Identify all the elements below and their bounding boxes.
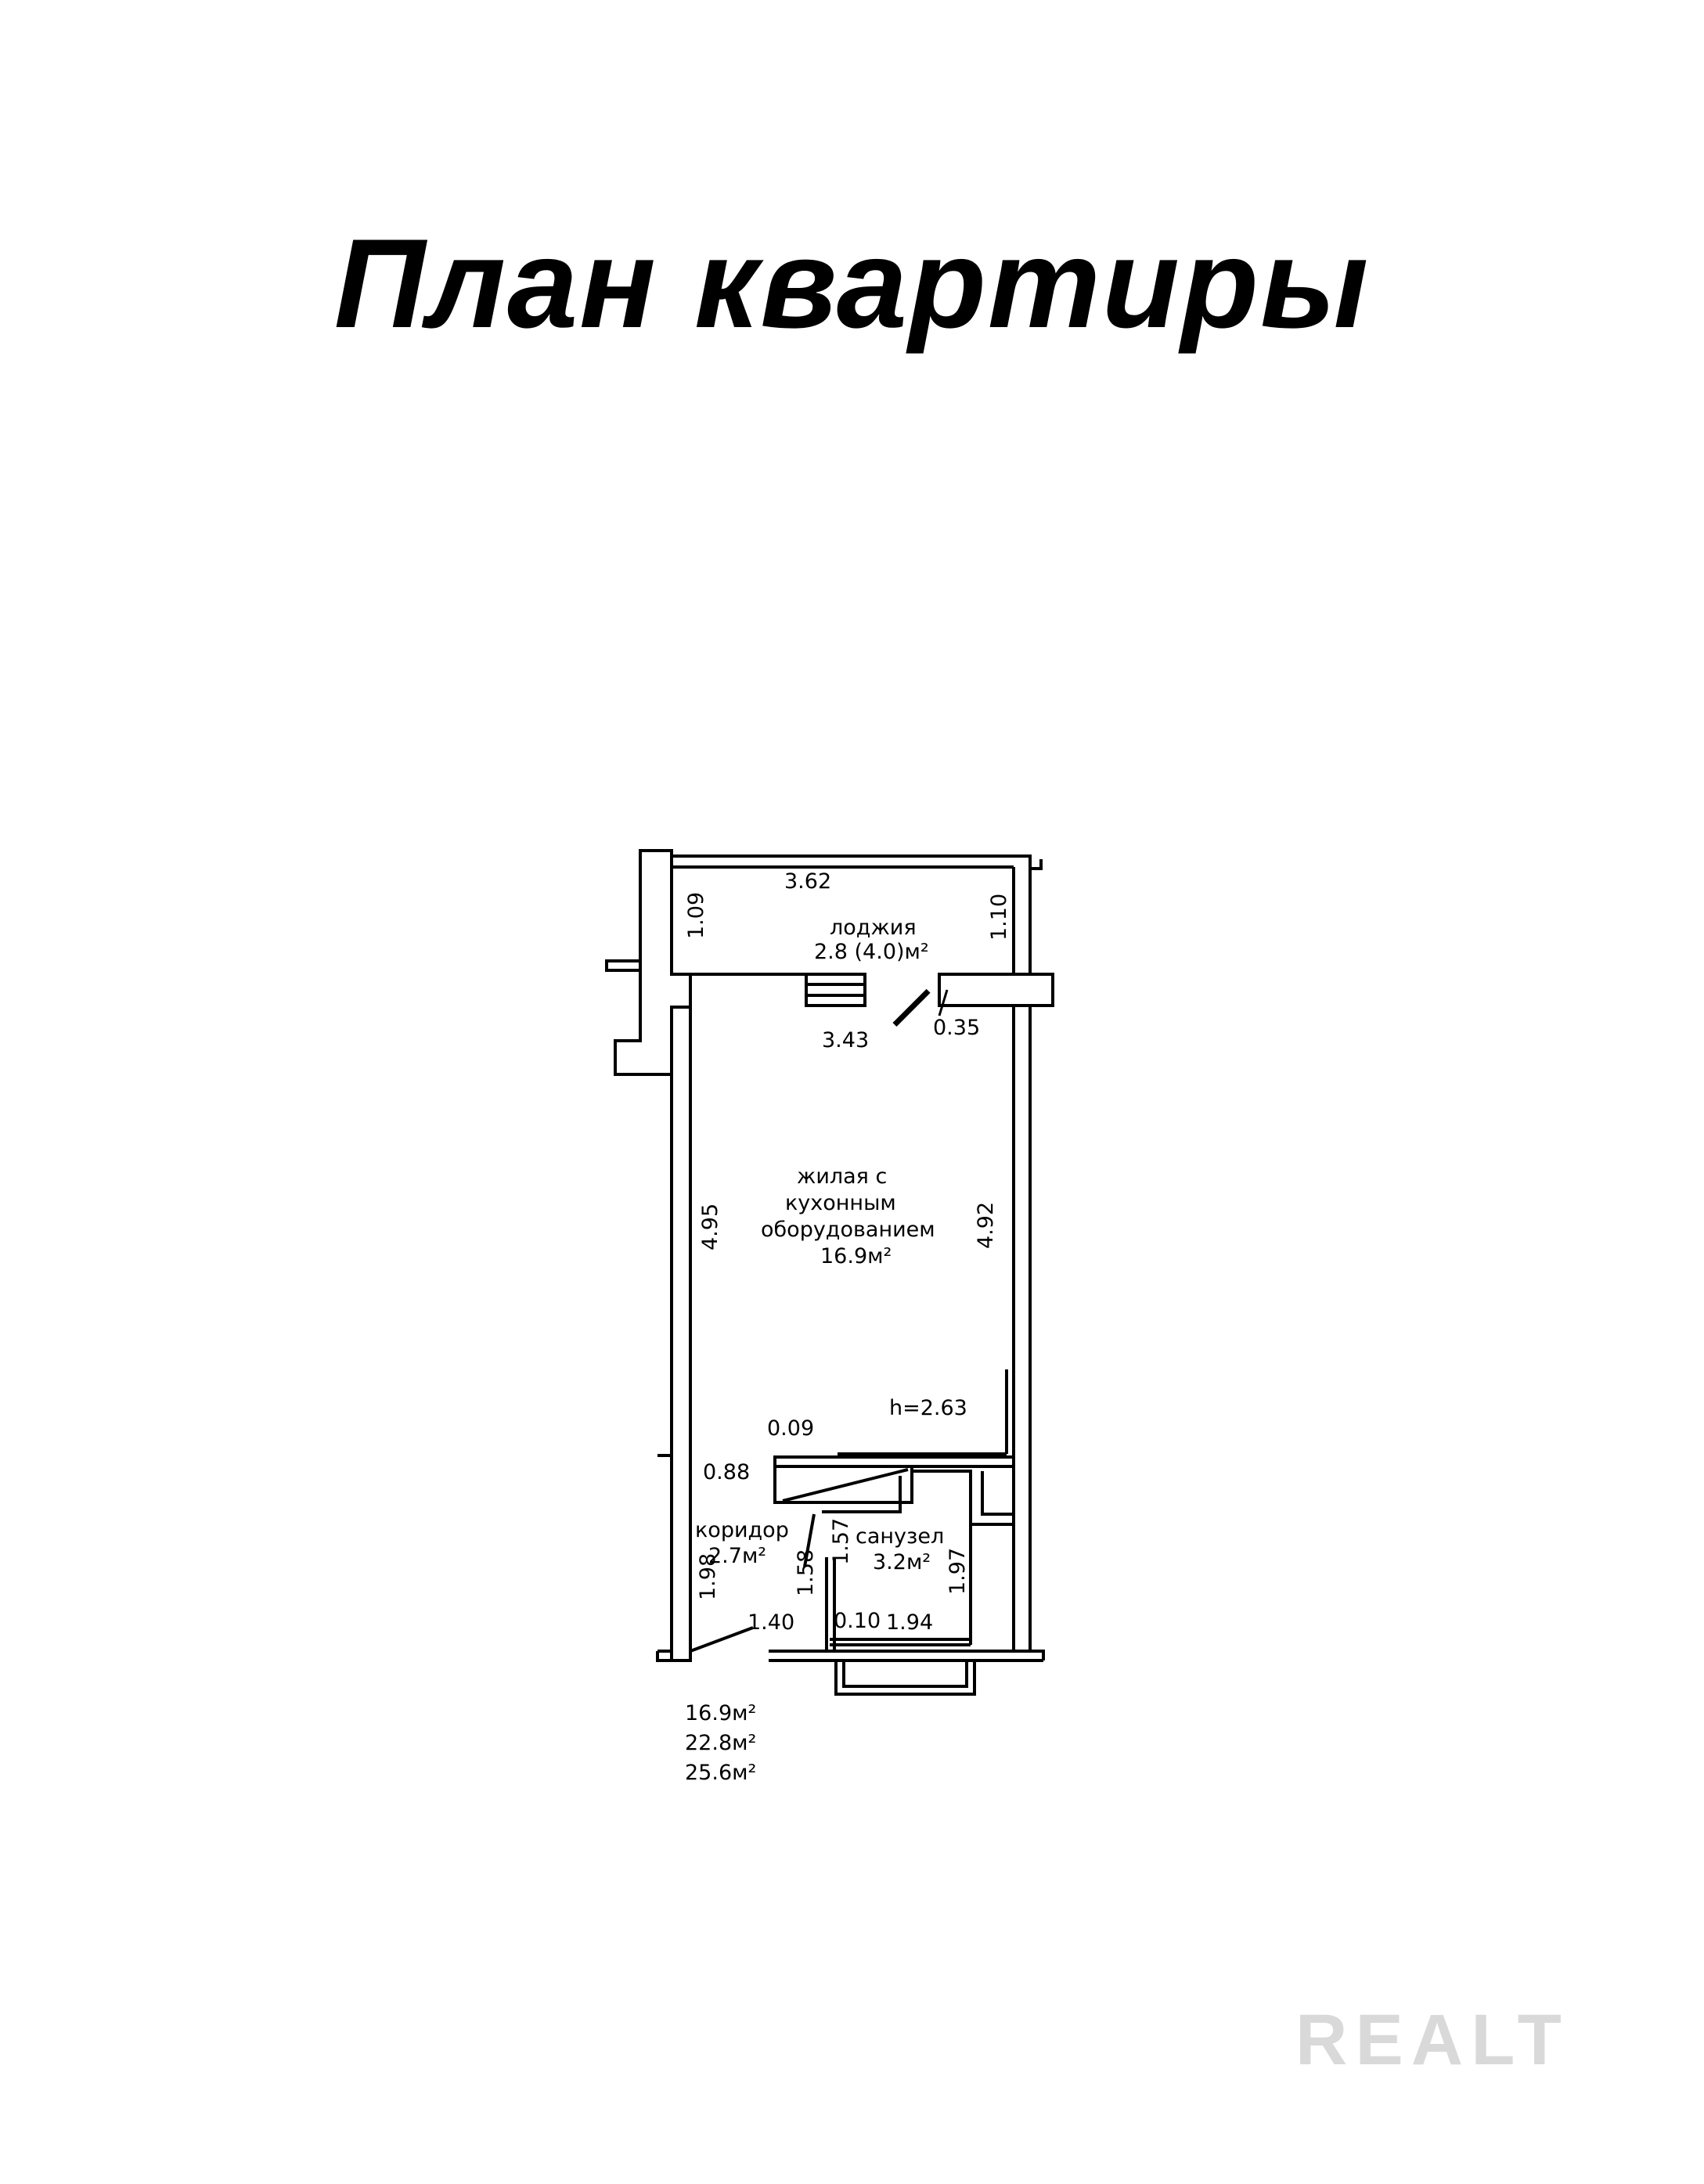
partition-bar: [773, 1455, 1015, 1468]
dim-partition: 0.09: [767, 1416, 814, 1441]
corridor-area: 2.7м²: [708, 1544, 766, 1568]
loggia-area: 2.8 (4.0)м²: [814, 940, 929, 964]
loggia-door: [892, 988, 931, 1027]
kitchen-unit: [773, 1465, 913, 1504]
dim-wall-stub: 0.35: [933, 1016, 980, 1040]
loggia-right-top: [1014, 855, 1043, 870]
dim-corridor-right: 1.58: [794, 1549, 818, 1596]
watermark-logo: REALT: [1295, 2000, 1569, 2080]
bathroom-name: санузел: [856, 1524, 944, 1549]
corridor-door: [690, 1626, 754, 1653]
living-label-3: оборудованием: [761, 1218, 935, 1242]
dim-bath-left: 1.57: [829, 1518, 853, 1565]
bath-top-wall: [912, 1470, 1014, 1526]
dim-bath-wall: 0.10: [834, 1609, 881, 1633]
corridor-name: коридор: [695, 1518, 789, 1542]
right-wall-block: [938, 973, 1054, 1007]
dim-corridor-bottom: 1.40: [748, 1610, 794, 1635]
dim-loggia-left: 1.09: [684, 892, 708, 939]
window-block: [805, 973, 866, 1007]
dim-ceiling-height: h=2.63: [889, 1396, 967, 1420]
dim-kitchen-depth: 0.88: [703, 1460, 750, 1484]
dim-bath-bottom: 1.94: [886, 1610, 933, 1635]
dim-living-right: 4.92: [974, 1202, 998, 1249]
dim-loggia-right: 1.10: [987, 894, 1011, 941]
living-label-2: кухонным: [785, 1191, 896, 1215]
living-area: 16.9м²: [820, 1244, 892, 1268]
living-label-1: жилая с: [797, 1164, 887, 1189]
dim-living-left: 4.95: [698, 1204, 722, 1250]
dim-door-width: 3.43: [822, 1028, 869, 1052]
bath-door-swing: [803, 1513, 816, 1567]
bathroom-area: 3.2м²: [873, 1550, 931, 1574]
loggia-name: лоджия: [830, 916, 917, 940]
dim-bath-right: 1.97: [946, 1548, 970, 1595]
total-with-loggia: 25.6м²: [685, 1761, 756, 1785]
wall-stub-left: [605, 959, 642, 972]
dim-corridor-left: 1.98: [696, 1553, 720, 1600]
dim-loggia-width: 3.62: [784, 869, 831, 894]
total-living: 16.9м²: [685, 1701, 756, 1725]
bottom-box: [834, 1660, 976, 1696]
page-title: План квартиры: [333, 213, 1371, 354]
total-general: 22.8м²: [685, 1731, 756, 1755]
